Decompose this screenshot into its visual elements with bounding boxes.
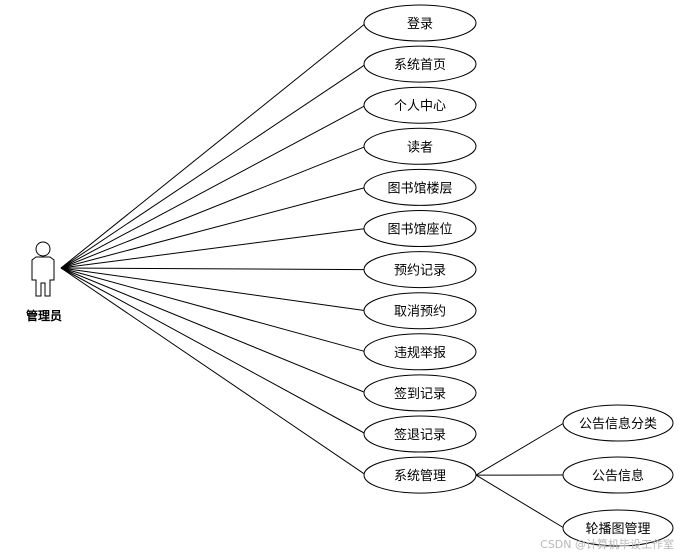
use-case[interactable]: 签退记录 [363,415,477,453]
actor-label: 管理员 [26,308,62,323]
use-case[interactable]: 图书馆楼层 [363,168,477,206]
use-case-label: 违规举报 [394,346,446,361]
use-case[interactable]: 取消预约 [363,292,477,330]
sub-use-case[interactable]: 公告信息分类 [562,404,674,442]
association-line [60,267,367,353]
use-case-label: 登录 [407,17,433,32]
sub-use-case[interactable]: 轮播图管理 [562,509,674,547]
use-case-ellipse[interactable] [363,456,477,494]
use-case-label: 预约记录 [394,264,446,279]
sub-use-case-ellipse[interactable] [562,456,674,494]
association-line [60,267,367,435]
association-line [60,145,367,269]
sub-use-case-ellipse[interactable] [562,404,674,442]
sub-association-lines [475,422,565,529]
watermark: CSDN @计算机毕设工作室 [540,537,674,551]
use-case[interactable]: 预约记录 [363,251,477,289]
association-line [60,267,367,312]
use-case-ellipse[interactable] [363,168,477,206]
use-case-label: 图书馆座位 [387,223,452,238]
association-line [60,267,367,271]
sub-association-line [475,422,565,476]
use-case-ellipse[interactable] [363,4,477,42]
sub-use-case-label: 公告信息 [592,468,644,484]
use-case-ellipse[interactable] [363,333,477,371]
use-case[interactable]: 登录 [363,4,477,42]
use-case-list: 登录系统首页个人中心读者图书馆楼层图书馆座位预约记录取消预约违规举报签到记录签退… [363,4,477,494]
use-case-ellipse[interactable] [363,86,477,124]
association-line [60,186,367,269]
sub-use-case[interactable]: 公告信息 [562,456,674,494]
use-case-label: 取消预约 [394,305,446,320]
association-line [60,22,367,269]
use-case-ellipse[interactable] [363,251,477,289]
use-case-label: 个人中心 [394,99,446,114]
use-case-ellipse[interactable] [363,374,477,412]
use-case-ellipse[interactable] [363,415,477,453]
sub-use-case-label: 公告信息分类 [579,416,657,432]
use-case-ellipse[interactable] [363,45,477,83]
actor-icon [31,241,55,297]
use-case[interactable]: 系统管理 [363,456,477,494]
use-case-label: 签到记录 [394,386,446,402]
use-case-ellipse[interactable] [363,127,477,165]
association-line [60,267,367,476]
use-case-label: 系统首页 [394,58,446,73]
use-case-ellipse[interactable] [363,210,477,247]
use-case-ellipse[interactable] [363,292,477,330]
use-case[interactable]: 个人中心 [363,86,477,124]
use-case[interactable]: 签到记录 [363,374,477,412]
association-line [60,228,367,269]
use-case[interactable]: 系统首页 [363,45,477,83]
admin-actor: 管理员 [26,241,62,323]
use-case[interactable]: 图书馆座位 [363,210,477,247]
association-line [60,104,367,269]
use-case-label: 图书馆楼层 [387,181,452,196]
sub-use-case-label: 轮播图管理 [585,522,650,537]
use-case-label: 读者 [407,140,433,155]
use-case[interactable]: 读者 [363,127,477,165]
association-line [60,267,367,394]
sub-use-case-ellipse[interactable] [562,509,674,547]
use-case[interactable]: 违规举报 [363,333,477,371]
use-case-label: 签退记录 [394,427,446,443]
sub-association-line [475,474,565,529]
association-lines [60,22,367,476]
use-case-label: 系统管理 [394,469,446,484]
association-line [60,63,367,269]
